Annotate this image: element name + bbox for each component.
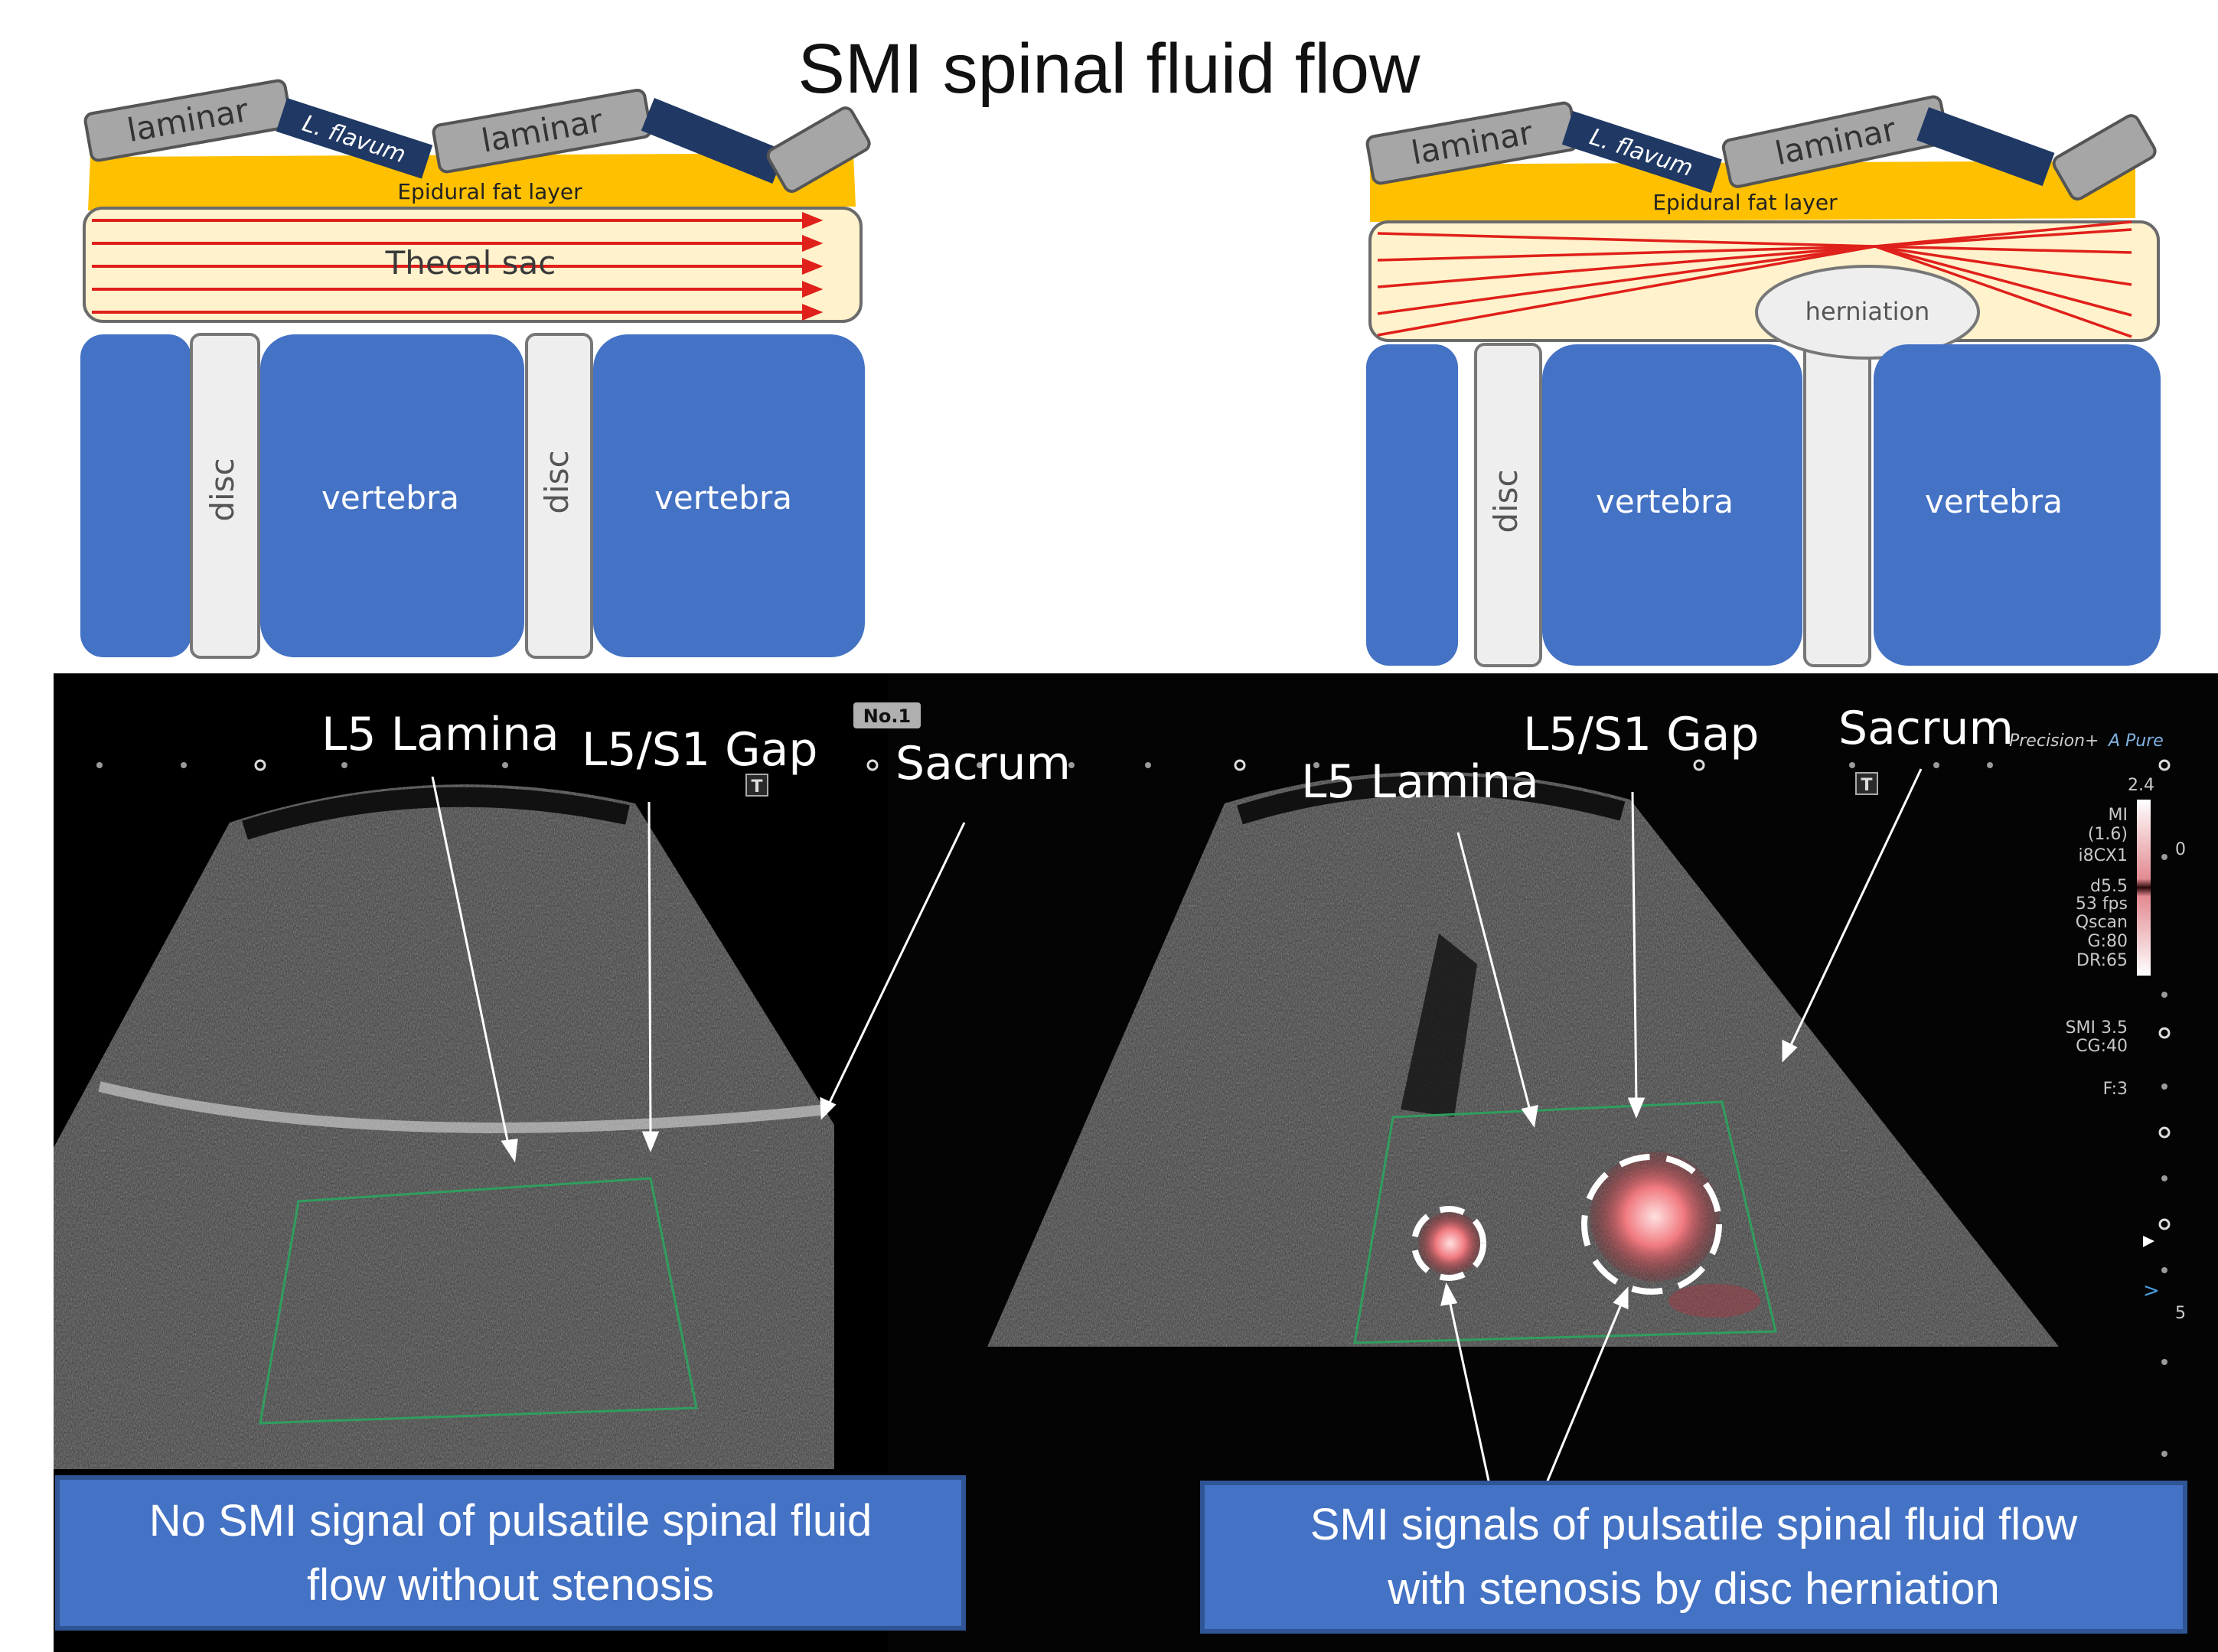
label-sacrum-left: Sacrum [895, 737, 1071, 790]
t-marker-right [1855, 772, 1878, 795]
diagram-stenosis: laminar L. flavum laminar Epidural fat l… [1365, 95, 2161, 667]
vertebra-1-label: vertebra [1596, 483, 1734, 520]
caption-no-stenosis: No SMI signal of pulsatile spinal fluid … [55, 1475, 966, 1631]
flavum-right-2 [1916, 107, 2055, 187]
scale-zero: 0 [2175, 840, 2186, 859]
svg-text:(1.6): (1.6) [2088, 825, 2128, 844]
frame-badge [853, 702, 921, 728]
signal-highlight-large [1581, 1154, 1722, 1295]
epidural-fat-label: Epidural fat layer [397, 179, 582, 204]
herniation-bulge [1755, 265, 1980, 360]
brand-apure: A Pure [2107, 732, 2164, 751]
caption-stenosis: SMI signals of pulsatile spinal fluid fl… [1200, 1481, 2187, 1634]
thecal-sac-label: Thecal sac [385, 244, 556, 282]
epidural-fat-layer [88, 153, 856, 210]
ultrasound-left-image [54, 784, 834, 1469]
svg-text:F:3: F:3 [2103, 1080, 2128, 1099]
label-l5-lamina-right: L5 Lamina [1301, 755, 1539, 809]
svg-text:T: T [751, 777, 762, 797]
page-title: SMI spinal fluid flow [798, 30, 1420, 108]
flow-arrows [92, 212, 824, 321]
svg-text:G:80: G:80 [2088, 932, 2128, 951]
disc-1 [190, 333, 260, 659]
smi-signal-large [1590, 1152, 1720, 1282]
vertebra-partial [1366, 344, 1458, 666]
herniated-disc-column [1803, 335, 1871, 667]
focus-marker [2143, 1236, 2154, 1247]
epidural-fat-label: Epidural fat layer [1652, 190, 1838, 215]
herniation-label: herniation [1805, 297, 1930, 326]
laminar-right-2: laminar [1721, 95, 1949, 188]
svg-text:d5.5: d5.5 [2090, 877, 2128, 896]
svg-text:53 fps: 53 fps [2076, 894, 2128, 914]
annotation-arrows [431, 768, 1923, 1485]
disc-2-label: disc [538, 450, 576, 513]
vertebra-2-label: vertebra [654, 479, 792, 516]
label-l5-lamina-left: L5 Lamina [321, 708, 559, 761]
laminar-right-3 [2052, 114, 2157, 201]
vertebra-2 [1874, 344, 2161, 666]
scale-max: 2.4 [2128, 776, 2154, 795]
svg-text:T: T [1861, 776, 1872, 795]
svg-text:Qscan: Qscan [2076, 913, 2128, 932]
t-marker-left [745, 774, 768, 797]
epidural-fat-layer [1370, 161, 2135, 222]
svg-text:CG:40: CG:40 [2076, 1037, 2128, 1056]
ultrasound-right-image [987, 771, 2059, 1347]
scanner-params: MI (1.6) i8CX1 d5.5 53 fps Qscan G:80 DR… [2066, 806, 2128, 1099]
disc-2 [525, 333, 593, 659]
vertebra-1-label: vertebra [321, 479, 459, 516]
disc [1474, 343, 1542, 667]
svg-text:SMI 3.5: SMI 3.5 [2066, 1018, 2128, 1038]
scale-rings [254, 759, 2171, 1230]
vertebra-1 [1542, 344, 1802, 666]
smi-color-bar [2137, 800, 2151, 976]
diagram-normal: Thecal sac laminar L. flavum laminar Epi… [80, 79, 871, 659]
chevron-icon: > [2143, 1279, 2160, 1302]
vertebra-1 [260, 334, 524, 657]
flavum-left-2 [641, 98, 786, 184]
vertebra-2-label: vertebra [1925, 483, 2063, 520]
vertebra-partial [80, 334, 191, 657]
label-gap-left: L5/S1 Gap [582, 723, 818, 777]
svg-text:DR:65: DR:65 [2076, 951, 2128, 970]
svg-text:MI: MI [2109, 806, 2128, 825]
smi-signal-small [1418, 1211, 1482, 1276]
laminar-left-1: laminar [83, 79, 293, 162]
frame-badge-label: No.1 [863, 705, 911, 727]
label-gap-right: L5/S1 Gap [1523, 708, 1760, 761]
label-sacrum-right: Sacrum [1838, 702, 2014, 755]
depth-marker-5: 5 [2175, 1304, 2186, 1323]
disc-1-label: disc [204, 458, 241, 521]
depth-scale-dots [96, 762, 2167, 1457]
flow-arrows-converging [1377, 220, 2132, 338]
brand-precision: Precision+ [2009, 732, 2099, 751]
signal-highlight-small [1411, 1206, 1486, 1281]
svg-text:i8CX1: i8CX1 [2078, 846, 2128, 865]
disc-label: disc [1487, 469, 1525, 533]
laminar-left-3 [766, 106, 871, 194]
vertebra-2 [593, 334, 865, 657]
